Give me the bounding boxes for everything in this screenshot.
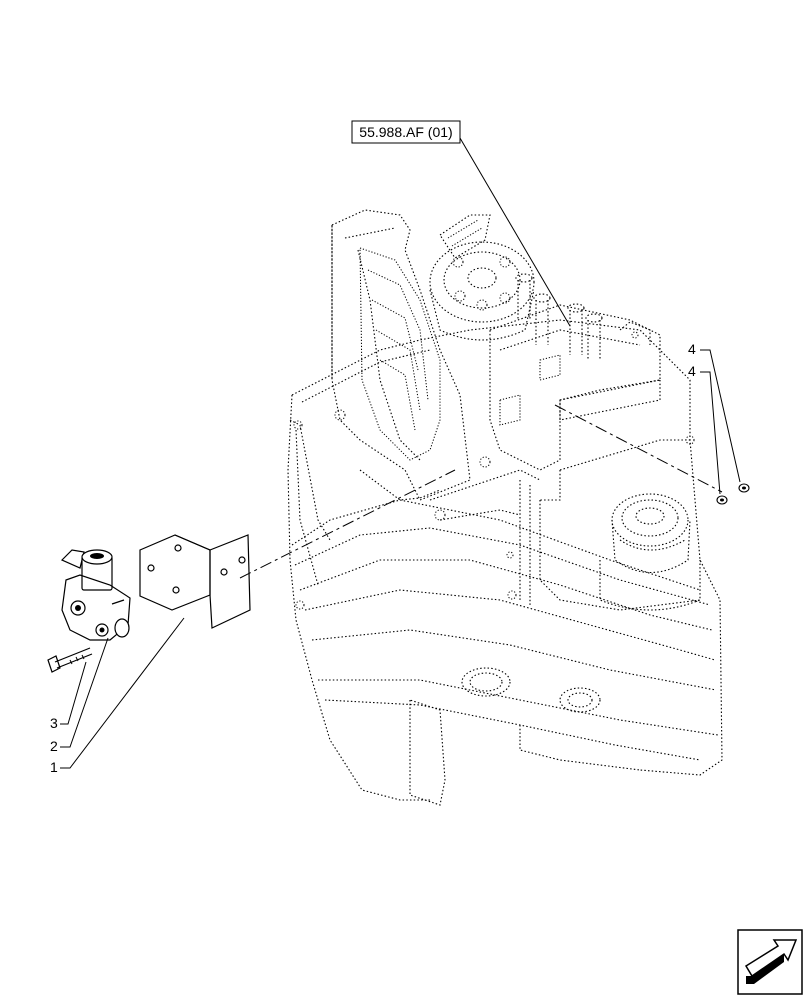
callout-4a[interactable]: 4 — [688, 341, 741, 483]
bracket-part-1 — [139, 534, 251, 629]
callout-2[interactable]: 2 — [50, 637, 109, 754]
callout-4b[interactable]: 4 — [688, 363, 721, 495]
callout-2-label: 2 — [50, 738, 58, 754]
callout-4b-label: 4 — [688, 363, 696, 379]
bolt-part-3 — [47, 647, 93, 673]
next-page-arrow-icon[interactable] — [737, 929, 803, 995]
reference-label[interactable]: 55.988.AF (01) — [351, 120, 571, 327]
transmission-housing — [287, 319, 723, 806]
assembly-centerline — [239, 404, 723, 579]
callout-1[interactable]: 1 — [50, 617, 185, 775]
callout-4a-label: 4 — [688, 341, 696, 357]
reference-label-text: 55.988.AF (01) — [359, 124, 452, 140]
filler-cap — [599, 493, 701, 611]
callout-1-label: 1 — [50, 759, 58, 775]
callout-3-label: 3 — [50, 715, 58, 731]
nut-part-4 — [716, 483, 750, 505]
valve-block — [331, 209, 661, 501]
callout-3[interactable]: 3 — [50, 661, 87, 731]
solenoid-valve-part-2 — [60, 549, 131, 641]
